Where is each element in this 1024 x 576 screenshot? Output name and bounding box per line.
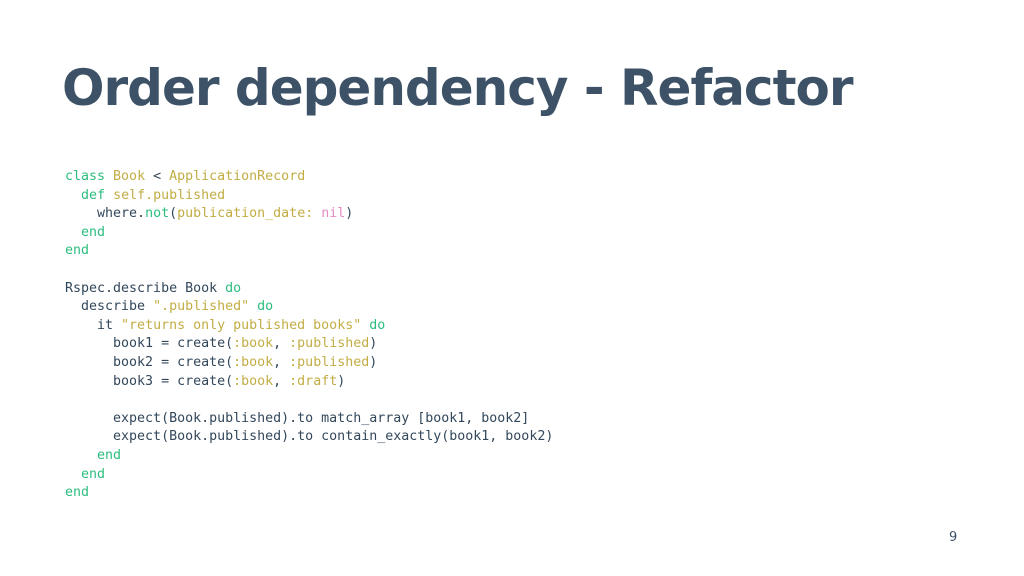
code-line: describe ".published" do bbox=[65, 298, 553, 317]
code-line: end bbox=[65, 447, 553, 466]
code-token: :book bbox=[233, 373, 274, 389]
code-token: expect(Book.published).to contain_exactl… bbox=[65, 429, 554, 445]
code-line: Rspec.describe Book do bbox=[65, 280, 553, 299]
code-token: expect(Book.published).to match_array [b… bbox=[65, 410, 530, 426]
code-token: end bbox=[65, 243, 90, 259]
code-token: do bbox=[257, 299, 274, 315]
code-line bbox=[65, 261, 553, 280]
code-token: , bbox=[273, 336, 290, 352]
code-token: end bbox=[65, 485, 90, 501]
code-token: end bbox=[81, 224, 106, 240]
code-token: end bbox=[81, 466, 106, 482]
code-token: :draft bbox=[289, 373, 338, 389]
code-block: class Book < ApplicationRecord def self.… bbox=[65, 168, 553, 503]
code-token bbox=[105, 188, 113, 203]
code-token: ) bbox=[337, 373, 346, 389]
code-token: describe bbox=[65, 299, 154, 315]
code-token: , bbox=[273, 354, 290, 370]
code-line: expect(Book.published).to match_array [b… bbox=[65, 410, 553, 429]
code-token: def bbox=[81, 187, 106, 203]
code-line: book3 = create(:book, :draft) bbox=[65, 373, 553, 392]
code-token: < bbox=[145, 169, 170, 184]
code-token: book1 = create( bbox=[65, 336, 234, 352]
code-token bbox=[105, 169, 113, 184]
code-token: ( bbox=[169, 206, 178, 222]
code-token: ".published" bbox=[153, 299, 250, 315]
code-token: ) bbox=[369, 336, 378, 352]
code-token: :book bbox=[233, 354, 274, 370]
code-token: do bbox=[369, 317, 386, 333]
code-token: not bbox=[145, 206, 170, 222]
code-token: end bbox=[97, 447, 122, 463]
code-token: self.published bbox=[113, 187, 226, 203]
page-number: 9 bbox=[949, 530, 958, 545]
code-line: expect(Book.published).to contain_exactl… bbox=[65, 428, 553, 447]
code-token: ApplicationRecord bbox=[169, 169, 306, 184]
code-line: book1 = create(:book, :published) bbox=[65, 335, 553, 354]
code-token: Book bbox=[113, 169, 146, 184]
code-token: ) bbox=[369, 354, 378, 370]
code-token: book3 = create( bbox=[65, 373, 234, 389]
code-token: nil bbox=[321, 206, 346, 222]
code-line: def self.published bbox=[65, 187, 553, 206]
code-token bbox=[65, 225, 81, 240]
code-token: do bbox=[225, 280, 242, 296]
code-line: where.not(publication_date: nil) bbox=[65, 205, 553, 224]
code-token: Rspec.describe Book bbox=[65, 280, 226, 296]
code-token: publication_date: bbox=[177, 206, 314, 222]
code-line: end bbox=[65, 224, 553, 243]
code-token: class bbox=[65, 169, 106, 184]
code-token: book2 = create( bbox=[65, 354, 234, 370]
code-token: where. bbox=[65, 206, 146, 222]
code-token bbox=[249, 299, 257, 314]
code-token: :book bbox=[233, 336, 274, 352]
code-token bbox=[65, 467, 81, 482]
code-token: :published bbox=[289, 354, 370, 370]
code-token: "returns only published books" bbox=[121, 317, 362, 333]
code-line: end bbox=[65, 484, 553, 503]
code-line: class Book < ApplicationRecord bbox=[65, 168, 553, 187]
code-line: book2 = create(:book, :published) bbox=[65, 354, 553, 373]
code-line bbox=[65, 391, 553, 410]
code-token: :published bbox=[289, 336, 370, 352]
code-line: it "returns only published books" do bbox=[65, 317, 553, 336]
slide-title: Order dependency - Refactor bbox=[62, 59, 853, 117]
code-token: it bbox=[65, 317, 122, 333]
code-line: end bbox=[65, 242, 553, 261]
code-token bbox=[65, 448, 97, 463]
code-token: ) bbox=[345, 206, 354, 222]
code-token bbox=[65, 188, 81, 203]
code-line: end bbox=[65, 466, 553, 485]
code-token: , bbox=[273, 373, 290, 389]
